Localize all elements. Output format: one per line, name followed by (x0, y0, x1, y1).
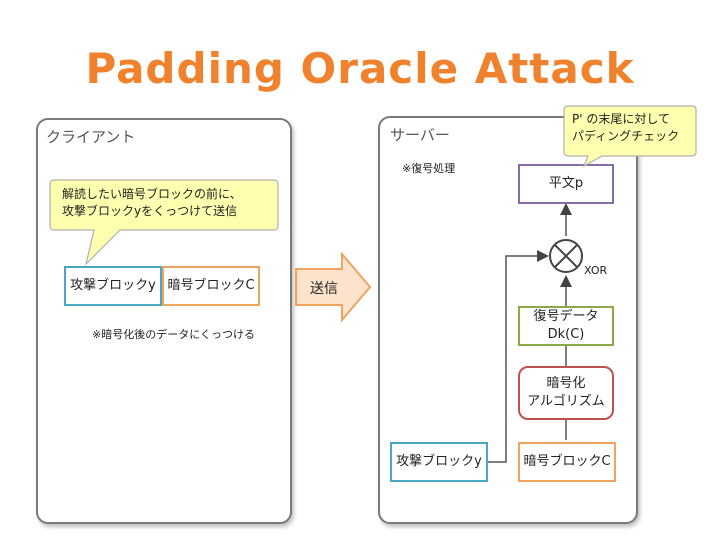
server-attack-block: 攻撃ブロックy (390, 442, 488, 482)
server-callout-text: P' の末尾に対して パディングチェック (572, 111, 679, 146)
client-callout-line1: 解読したい暗号ブロックの前に、 (62, 187, 242, 201)
server-callout-line1: P' の末尾に対して (572, 112, 670, 126)
client-callout (49, 179, 279, 266)
server-callout-line2: パディングチェック (572, 129, 680, 144)
client-callout-text: 解読したい暗号ブロックの前に、 攻撃ブロックyをくっつけて送信 (62, 186, 242, 221)
decrypted-data-box: 復号データ Dk(C) (518, 306, 614, 346)
client-note: ※暗号化後のデータにくっつける (92, 328, 255, 341)
page-title: Padding Oracle Attack (85, 44, 635, 93)
xor-icon (549, 239, 583, 273)
encryption-algorithm-box: 暗号化 アルゴリズム (518, 366, 614, 420)
send-arrow-label: 送信 (310, 281, 338, 297)
server-callout (563, 105, 697, 168)
decrypted-line2: Dk(C) (547, 327, 585, 342)
client-attack-block: 攻撃ブロックy (64, 266, 162, 306)
client-callout-line2: 攻撃ブロックyをくっつけて送信 (62, 204, 238, 219)
client-label: クライアント (46, 128, 136, 146)
algorithm-line2: アルゴリズム (527, 394, 605, 409)
server-cipher-block: 暗号ブロックC (518, 442, 616, 482)
server-note: ※復号処理 (402, 162, 456, 175)
client-cipher-block: 暗号ブロックC (162, 266, 260, 306)
decrypted-line1: 復号データ (533, 309, 599, 325)
plaintext-box: 平文p (518, 164, 614, 204)
algorithm-line1: 暗号化 (546, 376, 586, 392)
send-arrow (295, 252, 372, 322)
xor-label: XOR (584, 264, 608, 277)
server-label: サーバー (390, 126, 450, 144)
